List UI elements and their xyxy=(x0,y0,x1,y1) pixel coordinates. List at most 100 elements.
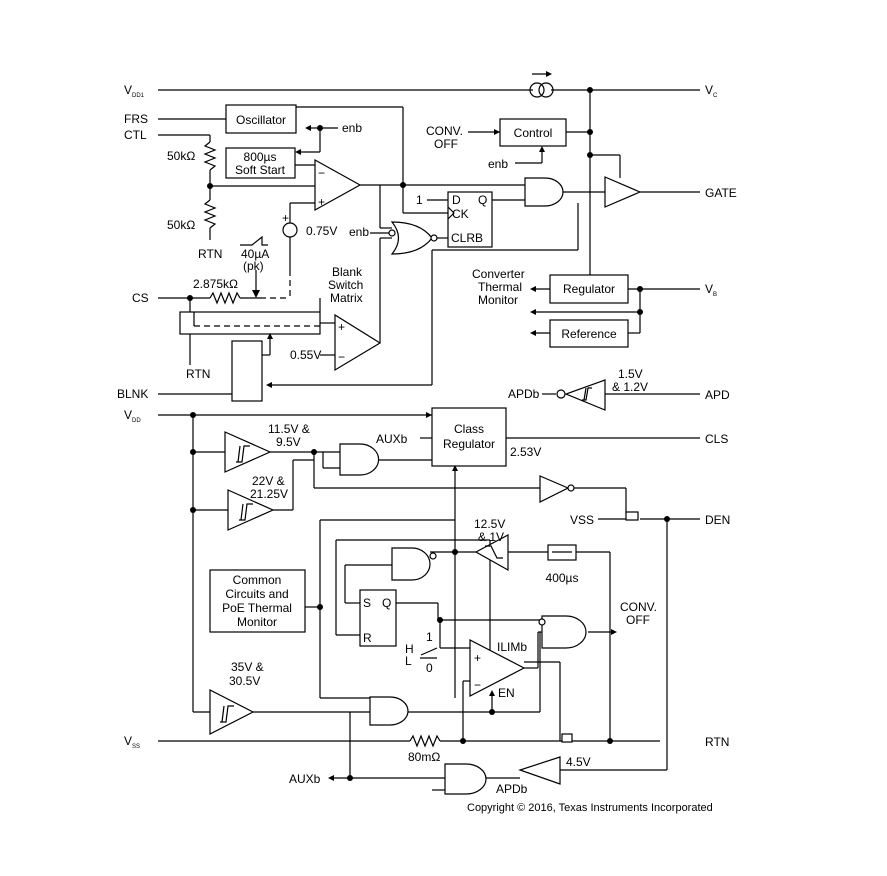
vss-den-label: VSS xyxy=(570,513,594,527)
comp-12-5v xyxy=(474,534,509,572)
i40-line1: 40µA xyxy=(241,247,269,261)
and-latch xyxy=(391,547,431,581)
pin-frs: FRS xyxy=(124,112,148,126)
th-35-1: 35V & xyxy=(231,660,264,674)
sr-q: Q xyxy=(382,596,391,610)
r80m-label: 80mΩ xyxy=(408,750,440,764)
pin-den: DEN xyxy=(705,513,730,527)
conv-off2-1: CONV. xyxy=(620,600,657,614)
and-35v xyxy=(369,696,409,726)
comp-minus-1: − xyxy=(318,166,325,180)
pin-gate: GATE xyxy=(705,186,737,200)
v253-label: 2.53V xyxy=(510,445,541,459)
th-115-1: 11.5V & xyxy=(268,422,310,436)
resistors xyxy=(203,141,441,748)
class-reg-line1: Class xyxy=(454,422,484,436)
common-line4: Monitor xyxy=(237,615,277,629)
and-auxb xyxy=(444,763,487,795)
th-22-1: 22V & xyxy=(252,474,285,488)
pin-ctl: CTL xyxy=(124,128,147,142)
enb-1: enb xyxy=(342,121,362,135)
pin-vdd1-sub: DD1 xyxy=(132,93,145,99)
comp-11-5v xyxy=(224,431,272,473)
and-conv-off xyxy=(541,615,587,649)
ilimb-label: ILIMb xyxy=(497,640,527,654)
th-115-2: 9.5V xyxy=(276,435,301,449)
pin-labels: V DD1 FRS CTL CS BLNK V DD V SS V C GATE… xyxy=(117,83,737,786)
resistor-80m xyxy=(409,734,441,748)
regulator-label: Regulator xyxy=(563,282,615,296)
zero-b-label: 0 xyxy=(426,661,433,675)
reference-label: Reference xyxy=(561,327,617,341)
resistor-50k-top xyxy=(203,141,217,171)
soft-start-line2: Soft Start xyxy=(235,163,286,177)
conv-off-2: OFF xyxy=(434,137,458,151)
pin-vc: V xyxy=(705,83,713,97)
common-line3: PoE Thermal xyxy=(222,601,292,615)
pin-blnk: BLNK xyxy=(117,387,148,401)
pin-vb-sub: B xyxy=(713,292,717,298)
h-label: H xyxy=(405,642,414,656)
sr-r: R xyxy=(363,631,372,645)
i40-line2: (pk) xyxy=(243,259,264,273)
ilim-minus: − xyxy=(474,678,481,692)
comp-plus-1: + xyxy=(318,195,325,209)
pin-vdd-sub: DD xyxy=(132,418,141,424)
rtn-1: RTN xyxy=(198,247,222,261)
lower-and-gates xyxy=(339,443,587,795)
pin-vc-sub: C xyxy=(713,93,718,99)
apdb-label: APDb xyxy=(508,387,540,401)
common-line1: Common xyxy=(233,573,282,587)
lower-wires xyxy=(158,393,700,791)
copyright: Copyright © 2016, Texas Instruments Inco… xyxy=(467,802,713,814)
apd-th-1: 1.5V xyxy=(618,367,643,381)
ff-ck: CK xyxy=(452,207,469,221)
d-input-one: 1 xyxy=(416,193,423,207)
th-125-1: 12.5V xyxy=(474,517,505,531)
th-22-2: 21.25V xyxy=(250,487,288,501)
reference-block: Reference xyxy=(549,319,629,348)
blank-line3: Matrix xyxy=(330,291,363,305)
ctm-line1: Converter xyxy=(472,267,525,281)
conv-off2-2: OFF xyxy=(626,613,650,627)
enb-3: enb xyxy=(349,225,369,239)
v45-label: 4.5V xyxy=(566,755,591,769)
auxb-in-label: AUXb xyxy=(376,432,408,446)
hysteresis-comparators xyxy=(209,379,606,785)
nor-gate xyxy=(388,221,438,255)
gate-and xyxy=(524,177,564,207)
and-aux xyxy=(339,443,380,476)
comp-plus-2: + xyxy=(338,320,345,334)
pin-vb: V xyxy=(705,282,713,296)
l-label: L xyxy=(405,654,412,668)
v075-label: 0.75V xyxy=(306,224,337,238)
blank-line2: Switch xyxy=(328,278,363,292)
soft-start-line1: 800µs xyxy=(244,150,277,164)
one-b-label: 1 xyxy=(426,630,433,644)
ilim-comparator: + − xyxy=(469,639,526,697)
resistor-50k-bottom xyxy=(203,199,217,229)
class-regulator-block: Class Regulator xyxy=(431,407,507,467)
ff-clrb: CLRB xyxy=(451,231,483,245)
rtn-2: RTN xyxy=(186,367,210,381)
common-line2: Circuits and xyxy=(225,587,288,601)
v075-plus: + xyxy=(282,211,289,225)
apd-th-2: & 1.2V xyxy=(612,380,648,394)
apd-comparator xyxy=(564,379,606,411)
pin-rtn: RTN xyxy=(705,735,729,749)
soft-start-block: 800µs Soft Start xyxy=(225,147,296,179)
comp-minus-2: − xyxy=(338,350,345,364)
ff-d: D xyxy=(452,193,461,207)
ilim-plus: + xyxy=(474,651,481,665)
th-35-2: 30.5V xyxy=(229,674,260,688)
timer-400us: 400µs xyxy=(546,544,578,585)
en-label: EN xyxy=(498,686,515,700)
pin-apd: APD xyxy=(705,388,730,402)
comp-35v xyxy=(209,689,255,735)
softstart-comparator: − + xyxy=(314,158,362,212)
cs-comparator: + − xyxy=(334,313,382,372)
control-label: Control xyxy=(514,126,553,140)
annotations: enb enb enb CONV. OFF 50kΩ 50kΩ RTN RTN … xyxy=(167,121,713,814)
sr-latch: S Q R xyxy=(359,589,397,647)
